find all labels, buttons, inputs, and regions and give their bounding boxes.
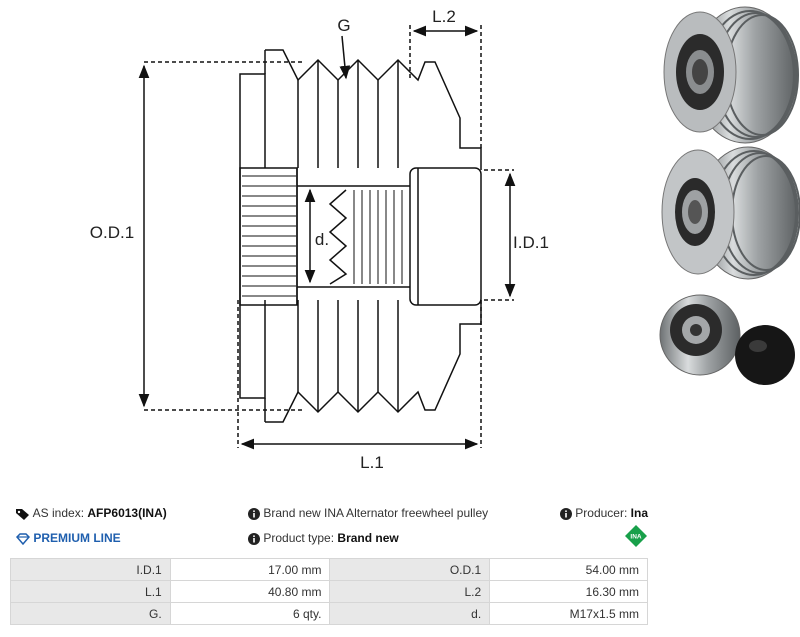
label-inner-diameter: I.D.1 bbox=[513, 233, 549, 252]
as-index-row: AS index: AFP6013(INA) bbox=[16, 506, 167, 520]
product-type-label: Product type: bbox=[263, 531, 335, 545]
spec-value: 16.30 mm bbox=[489, 580, 648, 603]
spec-value: 6 qty. bbox=[169, 602, 331, 625]
spec-value: 54.00 mm bbox=[489, 558, 648, 581]
as-index-value: AFP6013(INA) bbox=[87, 506, 167, 520]
ina-logo: INA bbox=[625, 525, 647, 547]
label-outer-diameter: O.D.1 bbox=[90, 223, 134, 242]
spec-value: M17x1.5 mm bbox=[489, 602, 648, 625]
as-index-label: AS index: bbox=[32, 506, 85, 520]
label-thread: d. bbox=[315, 230, 329, 249]
specs-table: I.D.1 17.00 mm O.D.1 54.00 mm L.1 40.80 … bbox=[10, 558, 648, 625]
dimension-arrows bbox=[138, 25, 516, 450]
producer-row: Producer: Ina bbox=[559, 506, 648, 520]
spec-value: 40.80 mm bbox=[169, 580, 331, 603]
hatching bbox=[242, 175, 403, 297]
photo-pulley-with-cap bbox=[659, 294, 795, 385]
spec-value: 17.00 mm bbox=[169, 558, 331, 581]
table-row: G. 6 qty. d. M17x1.5 mm bbox=[10, 602, 648, 625]
ina-logo-text: INA bbox=[630, 534, 642, 541]
spec-label: d. bbox=[329, 602, 491, 625]
product-type-row: Product type: Brand new bbox=[248, 531, 399, 545]
technical-drawing: G L.2 O.D.1 d. I.D.1 L.1 bbox=[90, 7, 549, 472]
premium-line-label: PREMIUM LINE bbox=[33, 531, 121, 545]
info-icon bbox=[559, 507, 572, 520]
spec-label: L.1 bbox=[10, 580, 171, 603]
premium-line-badge: PREMIUM LINE bbox=[16, 531, 121, 545]
spec-label: L.2 bbox=[329, 580, 491, 603]
label-width2: L.2 bbox=[432, 7, 456, 26]
table-row: L.1 40.80 mm L.2 16.30 mm bbox=[10, 580, 648, 603]
description-row: Brand new INA Alternator freewheel pulle… bbox=[248, 506, 488, 520]
producer-value: Ina bbox=[630, 506, 648, 520]
info-icon bbox=[248, 507, 260, 520]
photo-pulley-angled bbox=[661, 146, 800, 280]
label-groove: G bbox=[337, 16, 350, 35]
product-photos bbox=[659, 6, 800, 385]
product-type-value: Brand new bbox=[337, 531, 399, 545]
spec-label: I.D.1 bbox=[10, 558, 171, 581]
tag-icon bbox=[16, 508, 29, 520]
diamond-icon bbox=[16, 533, 30, 545]
label-width1: L.1 bbox=[360, 453, 384, 472]
table-row: I.D.1 17.00 mm O.D.1 54.00 mm bbox=[10, 558, 648, 581]
product-description: Brand new INA Alternator freewheel pulle… bbox=[263, 506, 489, 520]
pulley-outline bbox=[239, 49, 482, 423]
producer-label: Producer: bbox=[575, 506, 628, 520]
spec-label: G. bbox=[10, 602, 171, 625]
info-icon bbox=[248, 532, 260, 545]
spec-label: O.D.1 bbox=[329, 558, 491, 581]
photo-pulley-front bbox=[663, 6, 799, 144]
